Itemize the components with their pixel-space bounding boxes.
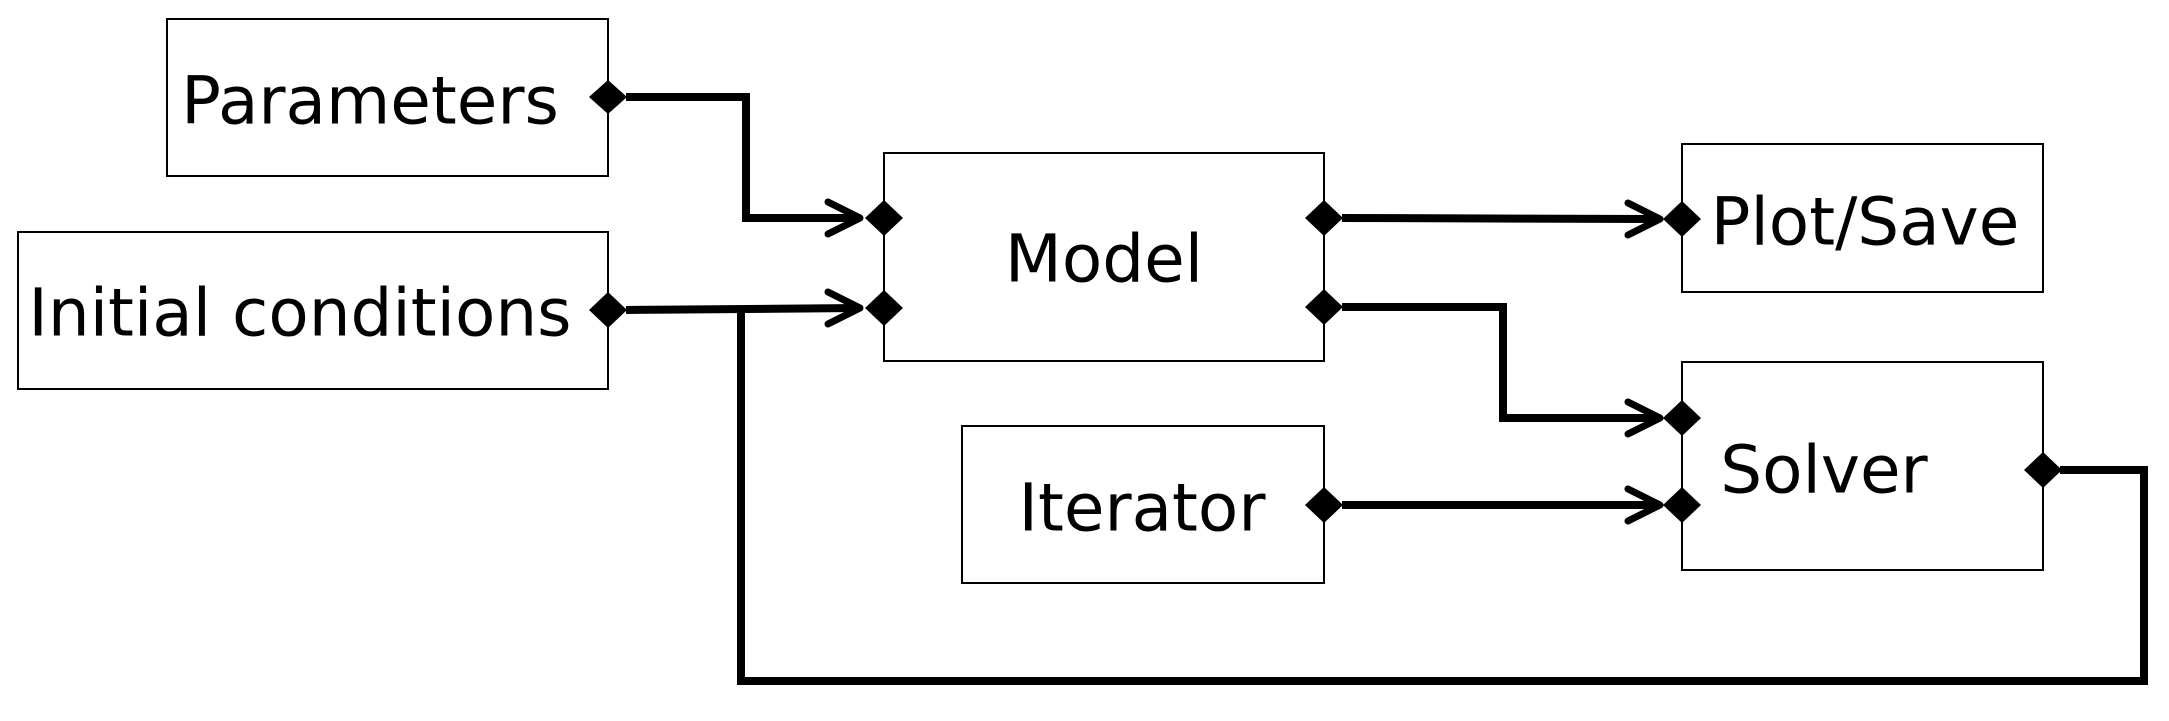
- plot-save-input-port: [1663, 201, 1701, 237]
- initial-conditions-block[interactable]: Initial conditions: [17, 231, 609, 390]
- connection-parameters-to-model: [626, 93, 864, 238]
- model-input-port-1: [865, 200, 903, 236]
- model-output-port-2: [1305, 289, 1343, 325]
- plot-save-block[interactable]: Plot/Save: [1681, 143, 2044, 293]
- iterator-block[interactable]: Iterator: [961, 425, 1325, 584]
- connection-model-to-solver: [1342, 303, 1664, 438]
- model-block[interactable]: Model: [883, 152, 1325, 362]
- connection-solver-feedback: [737, 310, 2148, 685]
- arrowhead-model-plot-save: [1624, 199, 1664, 239]
- wire-parameters-model: [626, 93, 860, 222]
- arrowhead-model-solver: [1624, 398, 1664, 438]
- model-output-port-1: [1305, 200, 1343, 236]
- solver-output-port: [2024, 452, 2062, 488]
- ports: [589, 80, 2062, 523]
- model-input-port-2: [865, 290, 903, 326]
- arrowhead-iterator-solver: [1624, 485, 1664, 525]
- connection-model-to-plot-save: [1341, 199, 1664, 239]
- wire-initial-conditions-model: [625, 304, 861, 314]
- iterator-label: Iterator: [1019, 470, 1267, 547]
- solver-input-port-1: [1663, 400, 1701, 436]
- parameters-label: Parameters: [181, 63, 559, 140]
- solver-block[interactable]: Solver: [1681, 361, 2044, 571]
- solver-label: Solver: [1720, 432, 1928, 509]
- arrowhead-parameters-model: [824, 198, 864, 238]
- iterator-output-port: [1305, 487, 1343, 523]
- arrowhead-initial-conditions-model: [824, 288, 864, 328]
- connection-initial-conditions-to-model: [625, 288, 864, 328]
- wire-solver-feedback: [737, 310, 2148, 685]
- parameters-block[interactable]: Parameters: [166, 18, 609, 177]
- model-label: Model: [1005, 221, 1203, 298]
- wire-model-solver: [1342, 303, 1660, 422]
- solver-input-port-2: [1663, 487, 1701, 523]
- initial-conditions-output-port: [589, 292, 627, 328]
- connection-iterator-to-solver: [1342, 485, 1664, 525]
- plot-save-label: Plot/Save: [1711, 184, 2020, 261]
- parameters-output-port: [589, 80, 627, 114]
- wire-model-plot-save: [1341, 214, 1661, 223]
- initial-conditions-label: Initial conditions: [28, 275, 571, 352]
